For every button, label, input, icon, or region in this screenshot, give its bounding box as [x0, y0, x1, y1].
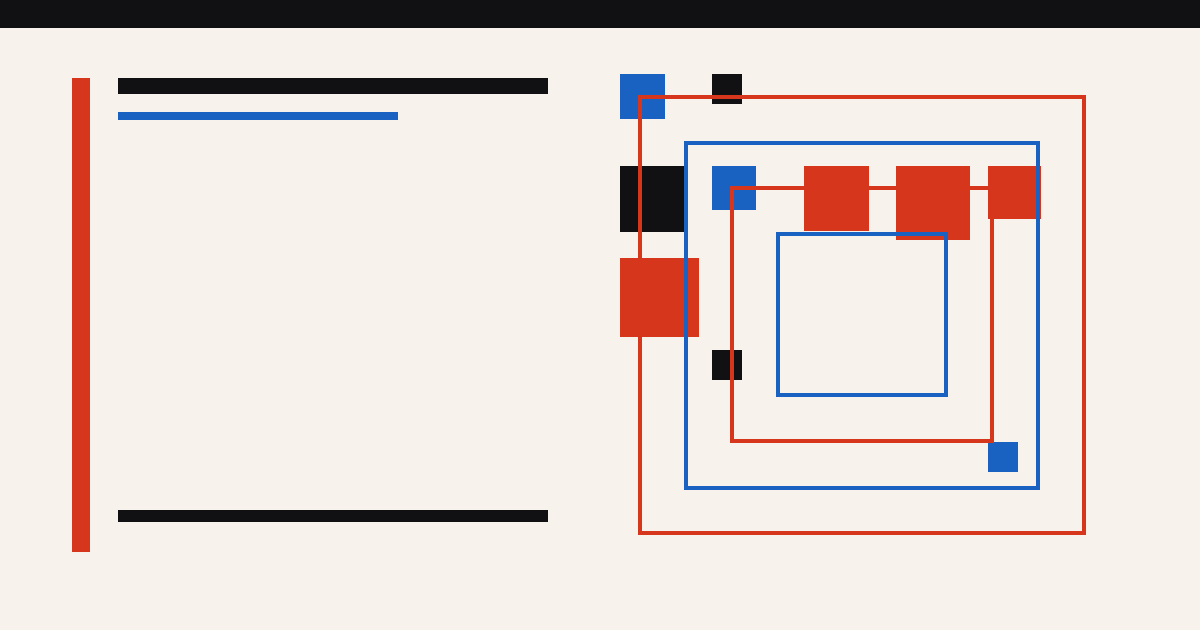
square-blue-3: [988, 442, 1018, 472]
frame-blue-inner: [776, 232, 948, 397]
square-black-2: [620, 166, 686, 232]
square-black-3: [712, 350, 742, 380]
frame-red-outer: [638, 95, 1086, 535]
frame-blue-outer: [684, 141, 1040, 490]
vertical-accent-bar: [72, 78, 90, 552]
title-placeholder-bar: [118, 78, 548, 94]
subtitle-placeholder-bar: [118, 112, 398, 120]
frame-red-inner: [730, 186, 994, 443]
square-red-1: [804, 166, 869, 231]
square-black-1: [712, 74, 742, 104]
square-red-3: [988, 166, 1041, 219]
top-bar: [0, 0, 1200, 28]
square-red-2: [896, 166, 970, 240]
footer-placeholder-bar: [118, 510, 548, 522]
